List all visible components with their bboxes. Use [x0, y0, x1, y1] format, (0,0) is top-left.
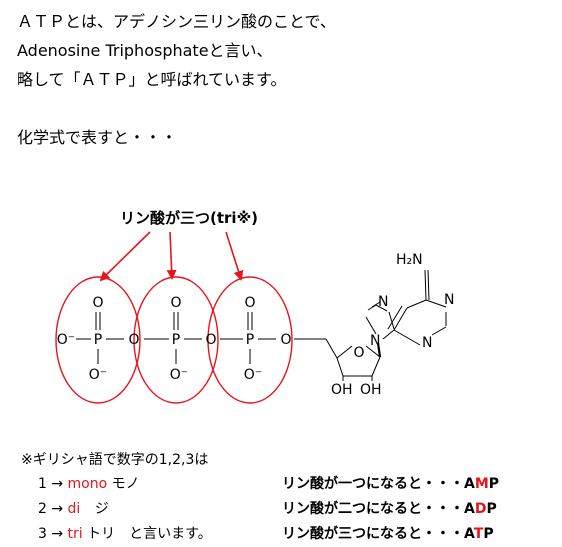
- abbr-amp-a: A: [464, 476, 475, 492]
- intro-line-3: 略して「ＡＴＰ」と呼ばれています。: [17, 70, 287, 89]
- note-row-2-desc-line: リン酸が二つになると・・・ADP: [282, 498, 497, 518]
- atom-oh-3: OH: [360, 382, 382, 398]
- arrows: [99, 231, 244, 282]
- note-row-3: 3 → tri トリ と言います。: [38, 523, 212, 543]
- adenine-rings: [365, 269, 447, 346]
- intro-line-1: ＡＴＰとは、アデノシン三リン酸のことで、: [17, 12, 336, 31]
- atom-h2n: H₂N: [396, 252, 423, 268]
- note-row-2: 2 → di ジ: [38, 498, 109, 518]
- arrow-1: [99, 231, 151, 282]
- intro-line-2: Adenosine Triphosphateと言い、: [17, 41, 273, 60]
- atom-o-bridge-1: O: [128, 332, 139, 348]
- abbr-atp-t: T: [473, 526, 484, 542]
- atom-n-3: N: [422, 335, 432, 351]
- note-row-3-kana: トリ と言います。: [87, 526, 212, 542]
- atom-oh-2: OH: [331, 382, 353, 398]
- arrow-3: [225, 231, 244, 281]
- phosphate-3-ellipse: [207, 276, 293, 404]
- atom-o-p2-top: O: [170, 295, 181, 311]
- note-row-1-desc: リン酸が一つになると・・・: [282, 476, 464, 492]
- abbr-adp-a: A: [464, 501, 475, 517]
- atom-n-9: N: [370, 333, 380, 349]
- atom-p2: P: [172, 332, 180, 348]
- atom-o-bridge-3: O: [280, 332, 291, 348]
- note-row-2-prefix: di: [67, 501, 81, 517]
- atom-p3: P: [246, 332, 254, 348]
- note-row-2-desc: リン酸が二つになると・・・: [282, 501, 464, 517]
- atom-o-ring: O: [353, 345, 364, 361]
- note-row-1: 1 → mono モノ: [38, 473, 140, 493]
- phosphate-bonds: [76, 312, 338, 364]
- note-row-1-num: 1 →: [38, 476, 64, 492]
- atom-n-7: N: [378, 294, 388, 310]
- phosphate-1-ellipse: [55, 276, 141, 404]
- atom-o-bridge-2: O: [205, 332, 216, 348]
- notes-header: ※ギリシャ語で数字の1,2,3は: [21, 452, 209, 468]
- abbr-adp-d: D: [474, 501, 487, 517]
- note-row-3-desc: リン酸が三つになると・・・: [282, 526, 464, 542]
- atom-o-minus-p3-bottom: O⁻: [244, 367, 262, 383]
- note-row-3-prefix: tri: [67, 526, 83, 542]
- abbr-atp-a: A: [464, 526, 474, 542]
- abbr-adp-p: P: [486, 501, 497, 517]
- abbr-atp-p: P: [483, 526, 494, 542]
- atom-p1: P: [94, 332, 102, 348]
- phosphate-2-ellipse: [133, 276, 219, 404]
- atom-o-minus-p2-bottom: O⁻: [170, 367, 188, 383]
- atom-n-1: N: [444, 292, 454, 308]
- note-row-2-kana: ジ: [94, 501, 109, 517]
- note-row-3-desc-line: リン酸が三つになると・・・ATP: [282, 523, 494, 543]
- note-row-2-num: 2 →: [38, 501, 64, 517]
- abbr-amp-m: M: [474, 476, 489, 492]
- intro-line-4: 化学式で表すと・・・: [17, 128, 178, 147]
- caption-triphosphate: リン酸が三つ(tri※): [120, 209, 258, 227]
- atom-o-p3-top: O: [244, 295, 255, 311]
- ribose-ring: [336, 342, 382, 381]
- abbr-amp-p: P: [488, 476, 500, 492]
- note-row-3-num: 3 →: [38, 526, 64, 542]
- atom-o-minus-p1-bottom: O⁻: [89, 367, 107, 383]
- note-row-1-kana: モノ: [111, 476, 140, 492]
- note-row-1-desc-line: リン酸が一つになると・・・AMP: [282, 473, 499, 493]
- note-row-1-prefix: mono: [67, 476, 108, 492]
- atom-o-minus-left: O⁻: [57, 332, 75, 348]
- atom-o-p1-top: O: [92, 295, 103, 311]
- arrow-2: [166, 231, 177, 280]
